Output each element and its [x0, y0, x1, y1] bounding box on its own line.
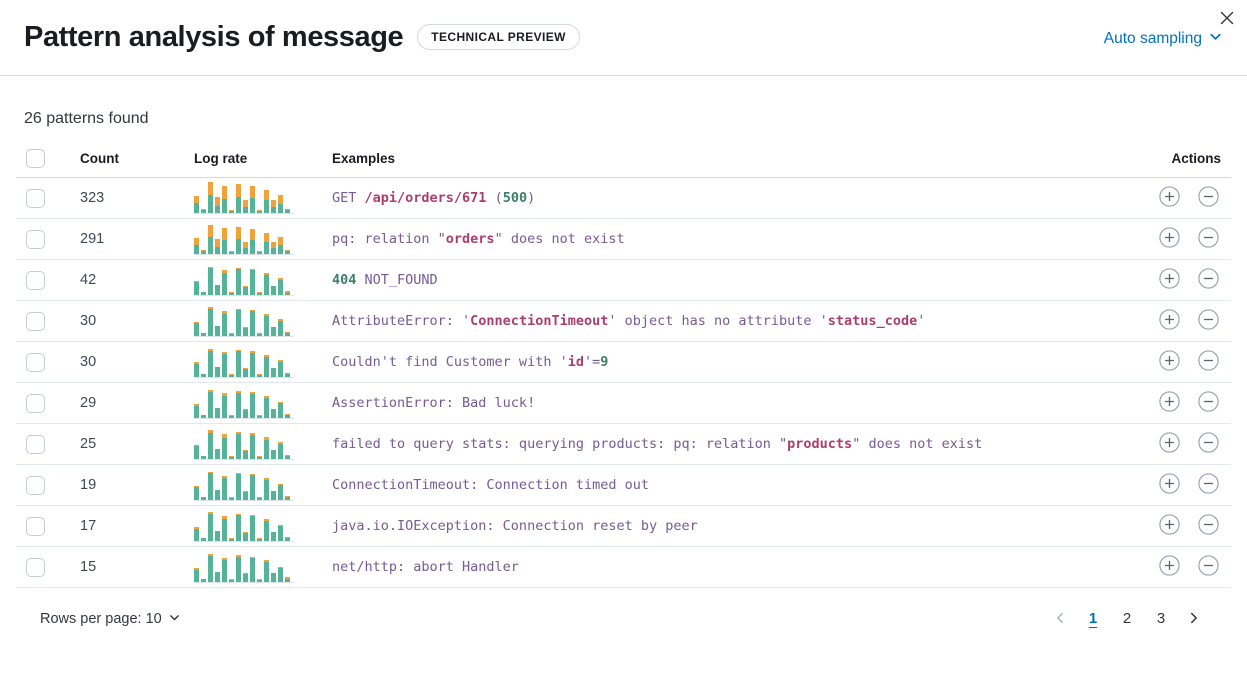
pattern-count: 19 [70, 464, 184, 506]
filter-for-pattern-button[interactable] [1157, 348, 1182, 376]
pattern-count: 25 [70, 423, 184, 465]
filter-for-pattern-button[interactable] [1157, 307, 1182, 335]
table-row: 30 AttributeError: 'ConnectionTimeout' ob… [16, 300, 1231, 342]
previous-page-icon[interactable] [1049, 609, 1071, 630]
sampling-dropdown-label: Auto sampling [1103, 30, 1202, 48]
page-button-3[interactable]: 3 [1149, 606, 1173, 632]
pattern-count: 15 [70, 546, 184, 588]
table-row: 19 ConnectionTimeout: Connection timed ou… [16, 464, 1231, 506]
patterns-found-count: 26 patterns found [24, 110, 149, 127]
flyout-content: 26 patterns found Count Log rate Example… [0, 110, 1247, 632]
row-checkbox[interactable] [26, 516, 45, 536]
pattern-count: 291 [70, 218, 184, 260]
pattern-count: 30 [70, 300, 184, 342]
pattern-example: java.io.IOException: Connection reset by… [322, 505, 1119, 547]
pattern-count: 42 [70, 259, 184, 301]
page-title: Pattern analysis of message [24, 21, 404, 53]
filter-out-pattern-button[interactable] [1196, 307, 1221, 335]
column-header-log-rate: Log rate [184, 142, 322, 178]
pattern-example: GET /api/orders/671 (500) [322, 177, 1119, 219]
row-checkbox[interactable] [26, 352, 45, 372]
log-rate-chart [194, 181, 294, 214]
filter-for-pattern-button[interactable] [1157, 471, 1182, 499]
page-button-2[interactable]: 2 [1115, 606, 1139, 632]
page-button-1[interactable]: 1 [1081, 606, 1105, 632]
pagination: 1 2 3 [1049, 606, 1205, 632]
column-header-examples: Examples [322, 142, 1119, 178]
row-checkbox[interactable] [26, 229, 45, 249]
table-row: 29 AssertionError: Bad luck! [16, 382, 1231, 424]
table-row: 30 Couldn't find Customer with 'id'=9 [16, 341, 1231, 383]
filter-for-pattern-button[interactable] [1157, 225, 1182, 253]
pattern-count: 323 [70, 177, 184, 219]
select-all-checkbox[interactable] [26, 149, 45, 168]
pattern-example: failed to query stats: querying products… [322, 423, 1119, 465]
pattern-example: AssertionError: Bad luck! [322, 382, 1119, 424]
log-rate-chart [194, 551, 294, 583]
table-row: 15 net/http: abort Handler [16, 546, 1231, 588]
next-page-icon[interactable] [1183, 609, 1205, 630]
table-row: 42 404 NOT_FOUND [16, 259, 1231, 301]
filter-out-pattern-button[interactable] [1196, 430, 1221, 458]
pattern-example: ConnectionTimeout: Connection timed out [322, 464, 1119, 506]
filter-out-pattern-button[interactable] [1196, 348, 1221, 376]
pattern-example: pq: relation "orders" does not exist [322, 218, 1119, 260]
flyout-header: Pattern analysis of message TECHNICAL PR… [0, 0, 1247, 76]
row-checkbox[interactable] [26, 270, 45, 290]
log-rate-chart [194, 223, 294, 255]
row-checkbox[interactable] [26, 475, 45, 495]
filter-for-pattern-button[interactable] [1157, 430, 1182, 458]
table-row: 17 java.io.IOException: Connection reset … [16, 505, 1231, 547]
sampling-dropdown[interactable]: Auto sampling [1104, 29, 1223, 49]
pattern-example: Couldn't find Customer with 'id'=9 [322, 341, 1119, 383]
filter-for-pattern-button[interactable] [1157, 389, 1182, 417]
row-checkbox[interactable] [26, 188, 45, 208]
table-header-row: Count Log rate Examples Actions [16, 142, 1231, 178]
filter-for-pattern-button[interactable] [1157, 512, 1182, 540]
filter-for-pattern-button[interactable] [1157, 184, 1182, 212]
technical-preview-badge: TECHNICAL PREVIEW [417, 24, 580, 51]
log-rate-chart [194, 428, 294, 460]
table-row: 291 pq: relation "orders" does not exist [16, 218, 1231, 260]
filter-out-pattern-button[interactable] [1196, 389, 1221, 417]
log-rate-chart [194, 305, 294, 337]
filter-out-pattern-button[interactable] [1196, 553, 1221, 581]
row-checkbox[interactable] [26, 311, 45, 331]
table-row: 25 failed to query stats: querying produc… [16, 423, 1231, 465]
chevron-down-icon [168, 611, 181, 628]
column-header-actions: Actions [1119, 142, 1231, 178]
rows-per-page-label: Rows per page: 10 [40, 611, 162, 627]
row-checkbox[interactable] [26, 393, 45, 413]
patterns-table: Count Log rate Examples Actions 323 GET /… [16, 142, 1231, 588]
filter-for-pattern-button[interactable] [1157, 266, 1182, 294]
filter-out-pattern-button[interactable] [1196, 266, 1221, 294]
column-header-count: Count [70, 142, 184, 178]
patterns-table-body: 323 GET /api/orders/671 (500) 291 pq: relat… [16, 177, 1231, 588]
rows-per-page-button[interactable]: Rows per page: 10 [40, 611, 181, 628]
filter-for-pattern-button[interactable] [1157, 553, 1182, 581]
log-rate-chart [194, 387, 294, 419]
pattern-example: net/http: abort Handler [322, 546, 1119, 588]
pattern-count: 17 [70, 505, 184, 547]
row-checkbox[interactable] [26, 434, 45, 454]
pattern-example: AttributeError: 'ConnectionTimeout' obje… [322, 300, 1119, 342]
log-rate-chart [194, 469, 294, 501]
filter-out-pattern-button[interactable] [1196, 512, 1221, 540]
filter-out-pattern-button[interactable] [1196, 225, 1221, 253]
table-footer: Rows per page: 10 1 2 3 [16, 588, 1231, 632]
pattern-example: 404 NOT_FOUND [322, 259, 1119, 301]
filter-out-pattern-button[interactable] [1196, 184, 1221, 212]
pattern-count: 29 [70, 382, 184, 424]
filter-out-pattern-button[interactable] [1196, 471, 1221, 499]
log-rate-chart [194, 346, 294, 378]
table-row: 323 GET /api/orders/671 (500) [16, 177, 1231, 219]
chevron-down-icon [1208, 29, 1223, 49]
log-rate-chart [194, 264, 294, 296]
pattern-count: 30 [70, 341, 184, 383]
close-icon[interactable] [1213, 4, 1241, 35]
log-rate-chart [194, 510, 294, 542]
row-checkbox[interactable] [26, 557, 45, 577]
